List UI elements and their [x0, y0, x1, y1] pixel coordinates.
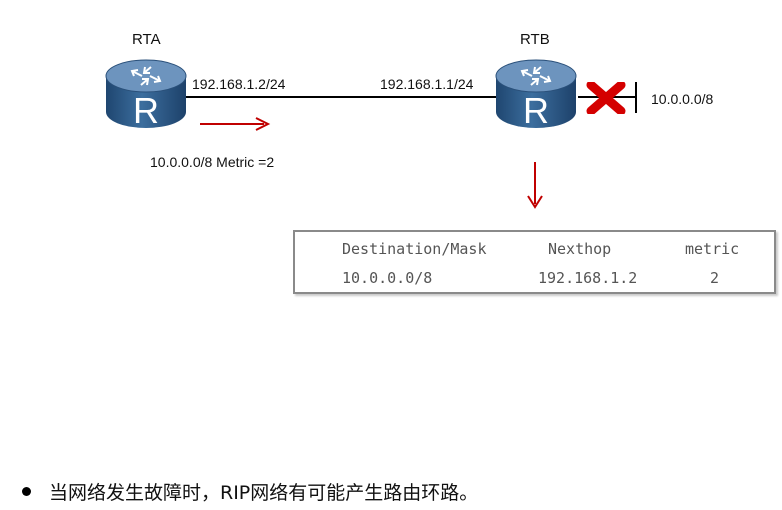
routing-table: Destination/Mask Nexthop metric 10.0.0.0… [293, 230, 776, 294]
rtb-name: RTB [520, 31, 550, 48]
bullet-icon [22, 487, 31, 496]
table-cell-nexthop: 192.168.1.2 [538, 269, 638, 287]
link-failure-icon [586, 82, 626, 114]
rta-interface-ip: 192.168.1.2/24 [192, 76, 286, 92]
bullet-text: 当网络发生故障时，RIP网络有可能产生路由环路。 [49, 482, 479, 504]
table-header-destination: Destination/Mask [342, 240, 487, 258]
update-metric-text: 10.0.0.0/8 Metric =2 [150, 154, 275, 170]
down-arrow-icon [527, 162, 543, 209]
rtb-interface-ip: 192.168.1.1/24 [380, 76, 474, 92]
table-cell-metric: 2 [710, 269, 720, 287]
router-icon[interactable]: R [494, 54, 578, 132]
bullet-point: 当网络发生故障时，RIP网络有可能产生路由环路。 [22, 478, 478, 505]
svg-text:R: R [523, 90, 549, 131]
failed-network-label: 10.0.0.0/8 [651, 91, 714, 107]
svg-text:R: R [133, 90, 159, 131]
update-direction-arrow-icon [200, 117, 271, 131]
table-header-nexthop: Nexthop [548, 240, 612, 258]
router-icon[interactable]: R [104, 54, 188, 132]
table-cell-destination: 10.0.0.0/8 [342, 269, 433, 287]
table-header-metric: metric [685, 240, 740, 258]
rta-name: RTA [132, 31, 161, 48]
